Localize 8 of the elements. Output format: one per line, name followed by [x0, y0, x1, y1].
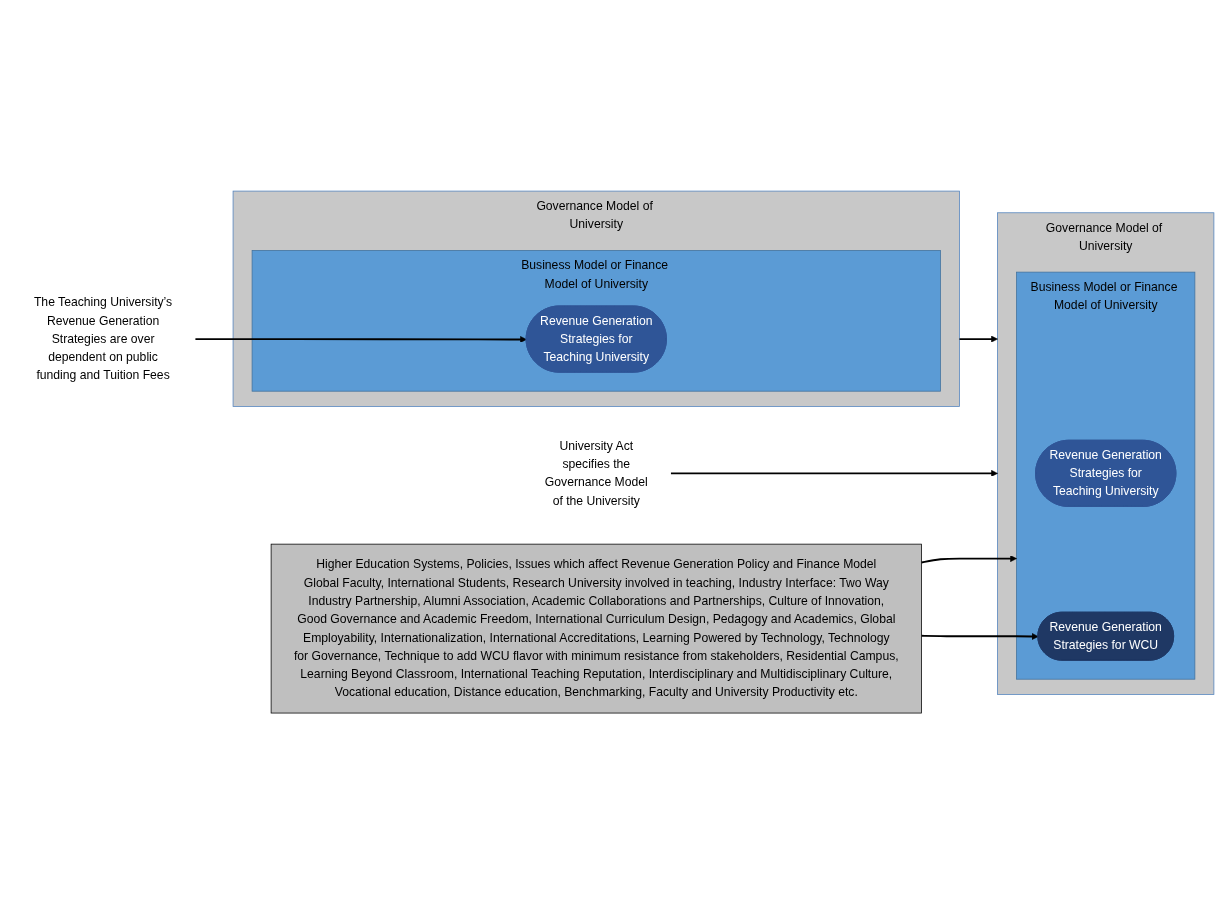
node-text: University Act specifies the Governance Model of the University	[544, 439, 648, 508]
arrow	[920, 633, 1039, 641]
arrow	[194, 336, 527, 344]
node-box: Higher Education Systems, Policies, Issues which affect Revenue Generation Policy and Finance Model Global Faculty, International Students, Research University involved in teaching, Industry Interface: Two Way Industry Partnership, Alumni Association, Academic Collaborations and Partnerships, Culture of Innovation, Good Governance and Academic Freedom, International Curriculum Design, Pedagogy and Academics, Global Employability, Internationalization, International Accreditations, Learning Powered by Technology, Technology for Governance, Technique to add WCU flavor with minimum resistance from stakeholders, Residential Campus, Learning Beyond Classroom, International Teaching Reputation, Interdisciplinary and Multidisciplinary Culture, Vocational education, Distance education, Benchmarking, Faculty and University Productivity etc.	[270, 544, 922, 714]
arrow	[920, 555, 1017, 564]
node-text: The Teaching University’s Revenue Generation Strategies are over dependent on public funding and Tuition Fees	[33, 296, 173, 383]
arrow	[958, 336, 998, 343]
arrow	[669, 470, 998, 478]
